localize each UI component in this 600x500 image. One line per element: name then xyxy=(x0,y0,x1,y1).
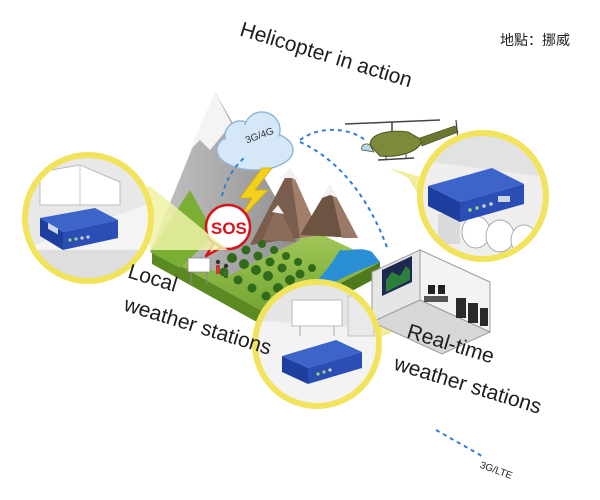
link-cloud-control xyxy=(299,141,389,251)
realtime-router-circle xyxy=(252,279,382,409)
lightning-icon xyxy=(235,167,273,225)
beam-left xyxy=(138,186,228,250)
control-room-icon xyxy=(370,249,492,355)
local-station-circle xyxy=(22,152,154,284)
legend-dashed-line xyxy=(435,429,483,457)
cloud-icon xyxy=(216,111,294,171)
field-weather-station xyxy=(187,257,211,284)
link-sos-cloud xyxy=(221,155,247,197)
router-icon xyxy=(282,340,362,384)
network-links xyxy=(221,128,389,251)
link-cloud-helicopter xyxy=(299,128,366,141)
hikers xyxy=(215,259,229,278)
rocky-peaks xyxy=(250,168,358,245)
helicopter-icon xyxy=(344,119,459,161)
sos-label: SOS xyxy=(211,219,247,238)
router-icon xyxy=(40,208,118,250)
router-icon xyxy=(428,168,524,222)
helicopter-router-circle xyxy=(417,130,549,262)
location-label: 地點：挪威 xyxy=(500,33,570,49)
trees xyxy=(219,240,316,301)
sos-bubble xyxy=(204,203,252,258)
